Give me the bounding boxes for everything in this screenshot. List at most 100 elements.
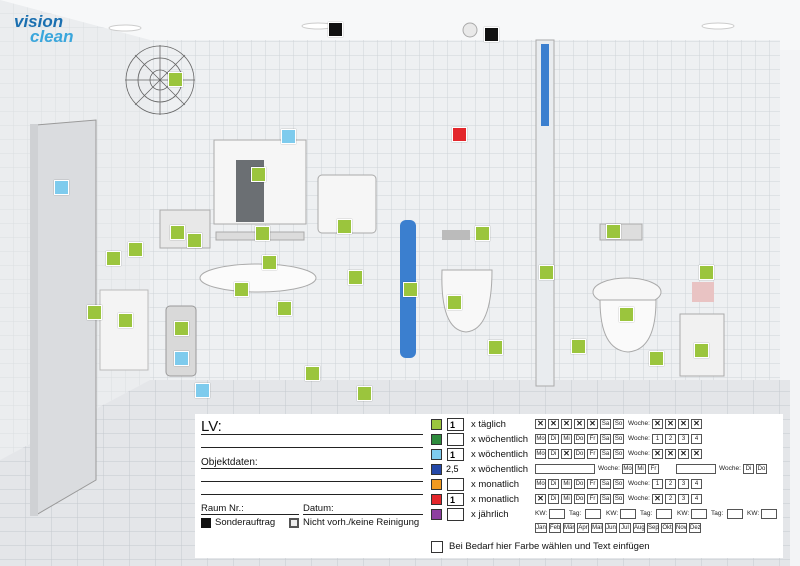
legend-count[interactable]: 1 (447, 418, 464, 431)
scene-marker[interactable] (649, 351, 664, 366)
lv-line-1[interactable] (201, 434, 423, 435)
legend-swatch[interactable] (431, 449, 442, 460)
month-checkbox[interactable]: Nov (675, 523, 687, 533)
objekt-line-1[interactable] (201, 468, 423, 469)
scene-marker[interactable] (118, 313, 133, 328)
tag-field[interactable] (585, 509, 601, 519)
day-checkbox[interactable]: Do (756, 464, 767, 474)
week-checkbox[interactable]: ✕ (678, 449, 689, 459)
scene-marker[interactable] (262, 255, 277, 270)
week-checkbox[interactable]: 1 (652, 434, 663, 444)
kw-field[interactable] (620, 509, 636, 519)
scene-marker[interactable] (255, 226, 270, 241)
legend-count[interactable]: 1 (447, 493, 464, 506)
week-checkbox[interactable]: 1 (652, 479, 663, 489)
scene-marker[interactable] (571, 339, 586, 354)
day-checkbox[interactable]: Mo (535, 479, 546, 489)
week-checkbox[interactable]: 2 (665, 494, 676, 504)
scene-marker[interactable] (606, 224, 621, 239)
scene-marker[interactable] (539, 265, 554, 280)
day-checkbox[interactable]: Fr (587, 494, 598, 504)
scene-marker[interactable] (337, 219, 352, 234)
day-checkbox[interactable]: Mi (561, 494, 572, 504)
scene-marker[interactable] (195, 383, 210, 398)
week-checkbox[interactable]: ✕ (665, 449, 676, 459)
day-checkbox[interactable]: Sa (600, 449, 611, 459)
tag-field[interactable] (727, 509, 743, 519)
scene-marker[interactable] (234, 282, 249, 297)
day-checkbox[interactable]: So (613, 494, 624, 504)
week-checkbox[interactable]: 3 (678, 494, 689, 504)
scene-marker[interactable] (251, 167, 266, 182)
month-checkbox[interactable]: Mär (563, 523, 575, 533)
scene-marker[interactable] (187, 233, 202, 248)
week-checkbox[interactable]: ✕ (678, 419, 689, 429)
scene-marker[interactable] (619, 307, 634, 322)
day-checkbox[interactable]: Do (574, 434, 585, 444)
month-checkbox[interactable]: Dez (689, 523, 701, 533)
day-checkbox[interactable]: Di (548, 449, 559, 459)
day-checkbox[interactable]: Di (548, 434, 559, 444)
day-checkbox[interactable]: ✕ (574, 419, 585, 429)
kw-field[interactable] (691, 509, 707, 519)
day-checkbox[interactable]: So (613, 419, 624, 429)
scene-marker[interactable] (357, 386, 372, 401)
scene-marker[interactable] (305, 366, 320, 381)
week-checkbox[interactable]: 2 (665, 434, 676, 444)
day-checkbox[interactable]: So (613, 434, 624, 444)
day-checkbox[interactable]: Mi (561, 479, 572, 489)
day-checkbox[interactable]: Do (574, 479, 585, 489)
legend-swatch[interactable] (431, 464, 442, 475)
kw-field[interactable] (549, 509, 565, 519)
tag-field[interactable] (656, 509, 672, 519)
month-checkbox[interactable]: Okt (661, 523, 673, 533)
raum-nr-line[interactable] (201, 514, 299, 515)
day-checkbox[interactable]: Sa (600, 434, 611, 444)
scene-marker[interactable] (106, 251, 121, 266)
day-checkbox[interactable]: Sa (600, 419, 611, 429)
day-checkbox[interactable]: Sa (600, 494, 611, 504)
week-checkbox[interactable]: ✕ (691, 419, 702, 429)
scene-marker[interactable] (170, 225, 185, 240)
week-checkbox[interactable]: 2 (665, 479, 676, 489)
scene-marker[interactable] (128, 242, 143, 257)
day-checkbox[interactable]: Do (574, 449, 585, 459)
scene-marker[interactable] (484, 27, 499, 42)
legend-count[interactable] (447, 478, 464, 491)
scene-marker[interactable] (174, 351, 189, 366)
week-checkbox[interactable]: ✕ (652, 449, 663, 459)
day-checkbox[interactable]: ✕ (587, 419, 598, 429)
month-checkbox[interactable]: Apr (577, 523, 589, 533)
day-checkbox[interactable]: Fr (587, 479, 598, 489)
kw-field[interactable] (761, 509, 777, 519)
week-checkbox[interactable]: ✕ (652, 419, 663, 429)
scene-marker[interactable] (87, 305, 102, 320)
legend-swatch[interactable] (431, 434, 442, 445)
lv-line-2[interactable] (201, 447, 423, 448)
scene-marker[interactable] (54, 180, 69, 195)
day-checkbox[interactable]: Di (743, 464, 754, 474)
text-field[interactable] (676, 464, 716, 474)
legend-swatch[interactable] (431, 479, 442, 490)
day-checkbox[interactable]: Mo (535, 449, 546, 459)
week-checkbox[interactable]: ✕ (652, 494, 663, 504)
datum-line[interactable] (303, 514, 423, 515)
legend-count[interactable] (447, 508, 464, 521)
objekt-line-3[interactable] (201, 494, 423, 495)
day-checkbox[interactable]: Sa (600, 479, 611, 489)
scene-marker[interactable] (277, 301, 292, 316)
day-checkbox[interactable]: ✕ (548, 419, 559, 429)
month-checkbox[interactable]: Mai (591, 523, 603, 533)
month-checkbox[interactable]: Aug (633, 523, 645, 533)
week-checkbox[interactable]: ✕ (665, 419, 676, 429)
scene-marker[interactable] (475, 226, 490, 241)
week-checkbox[interactable]: ✕ (691, 449, 702, 459)
legend-count[interactable]: 2,5 (446, 464, 459, 474)
scene-marker[interactable] (452, 127, 467, 142)
day-checkbox[interactable]: ✕ (561, 449, 572, 459)
month-checkbox[interactable]: Jul (619, 523, 631, 533)
day-checkbox[interactable]: Mo (535, 434, 546, 444)
day-checkbox[interactable]: Fr (648, 464, 659, 474)
week-checkbox[interactable]: 4 (691, 479, 702, 489)
day-checkbox[interactable]: Mi (561, 434, 572, 444)
